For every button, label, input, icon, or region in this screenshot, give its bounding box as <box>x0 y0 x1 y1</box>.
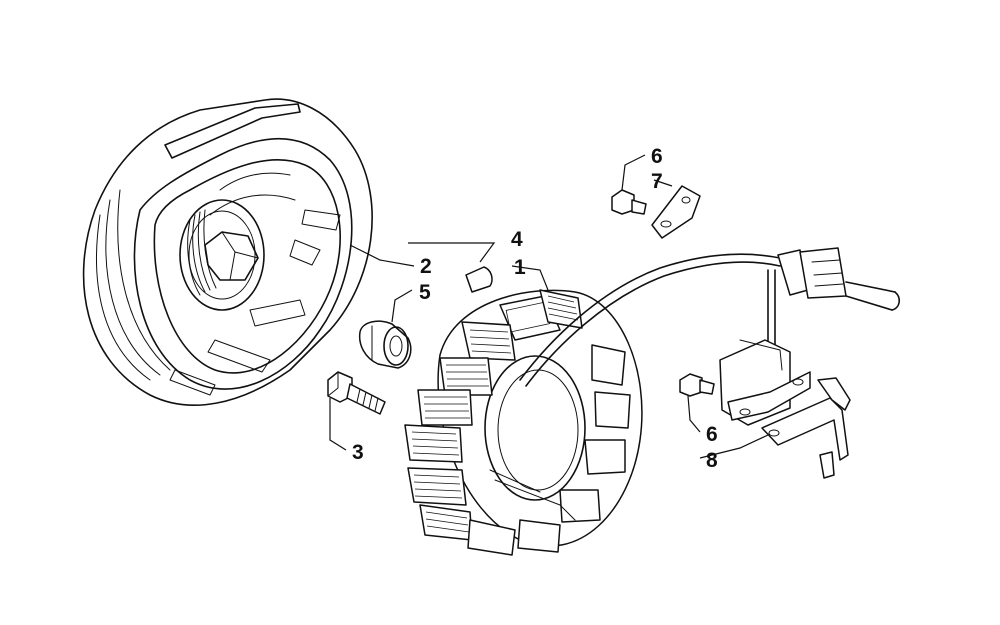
flywheel <box>82 98 373 406</box>
leader-lines <box>329 154 769 459</box>
callout-screw-lower: 6 <box>706 423 718 446</box>
callout-flywheel: 2 <box>420 255 432 278</box>
callout-flywheel-bolt: 3 <box>352 441 364 464</box>
callout-bracket-lower: 8 <box>706 449 718 472</box>
flywheel-nut <box>358 320 412 369</box>
callout-nut: 5 <box>419 281 431 304</box>
callout-stator: 1 <box>514 256 526 279</box>
callout-bracket-upper: 7 <box>651 170 663 193</box>
pickup-bracket <box>719 339 851 479</box>
stator <box>404 289 643 556</box>
flywheel-bolt <box>327 371 386 415</box>
screw-upper <box>611 189 647 215</box>
bracket-upper <box>651 185 701 239</box>
callout-screw-upper: 6 <box>651 145 663 168</box>
woodruff-key <box>465 266 493 293</box>
callout-key: 4 <box>511 228 523 251</box>
screw-lower <box>679 373 715 397</box>
wire-harness <box>519 247 901 387</box>
